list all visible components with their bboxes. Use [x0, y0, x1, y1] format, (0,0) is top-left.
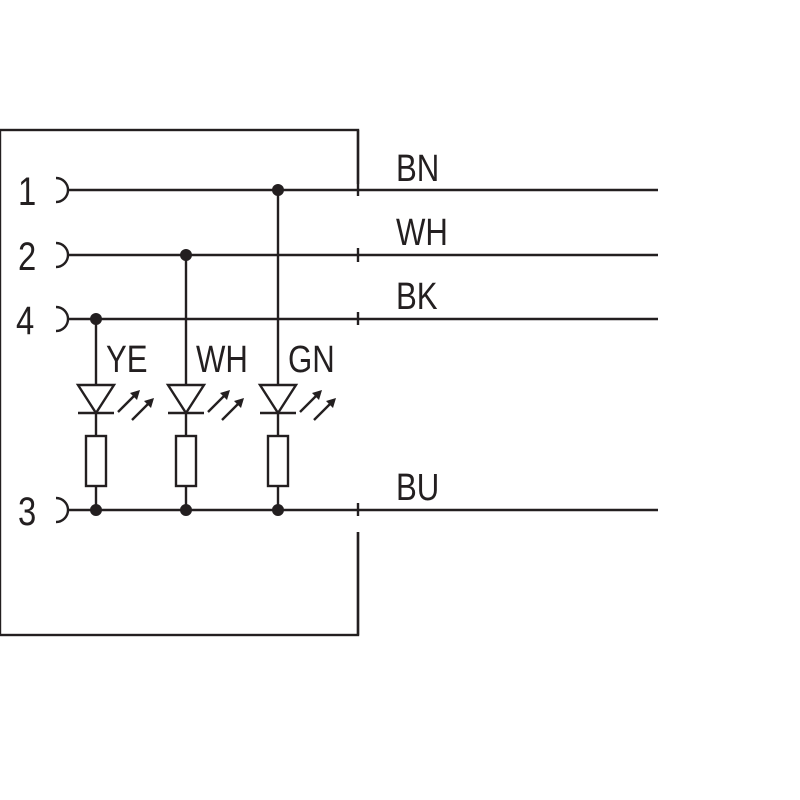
- junction-dot: [180, 249, 192, 261]
- led-branch-gn: [257, 190, 336, 510]
- pin-label-2: 2: [18, 235, 37, 279]
- led-ye-light-arrows-icon: [117, 390, 154, 421]
- led-branch-wh: [165, 255, 244, 510]
- wire-label-wh: WH: [396, 212, 448, 254]
- resistor-gn: [266, 434, 290, 488]
- pin-label-3: 3: [18, 490, 37, 534]
- pin-3-receptacle: [55, 496, 70, 524]
- led-label-gn: GN: [288, 339, 335, 381]
- junction-dot: [272, 504, 284, 516]
- led-ye-diode-icon: [75, 383, 117, 416]
- pin-label-1: 1: [18, 170, 37, 214]
- resistor-wh: [174, 434, 198, 488]
- junction-dot: [272, 184, 284, 196]
- led-wh-light-arrows-icon: [207, 390, 244, 421]
- pin-4-receptacle: [55, 305, 70, 333]
- led-branch-ye: [75, 319, 154, 510]
- pin-2-receptacle: [55, 241, 70, 269]
- led-label-ye: YE: [106, 339, 148, 381]
- junction-dot: [90, 313, 102, 325]
- connector-housing: [0, 128, 360, 637]
- wire-label-bu: BU: [396, 467, 440, 509]
- pin-label-4: 4: [16, 299, 35, 343]
- led-gn-diode-icon: [257, 383, 299, 416]
- wire-label-bk: BK: [396, 276, 438, 318]
- wire-label-bn: BN: [396, 148, 440, 190]
- junction-dot: [180, 504, 192, 516]
- led-gn-light-arrows-icon: [299, 390, 336, 421]
- led-wh-diode-icon: [165, 383, 207, 416]
- junction-dot: [90, 504, 102, 516]
- led-label-wh: WH: [196, 339, 248, 381]
- pin-1-receptacle: [55, 176, 70, 204]
- resistor-ye: [84, 434, 108, 488]
